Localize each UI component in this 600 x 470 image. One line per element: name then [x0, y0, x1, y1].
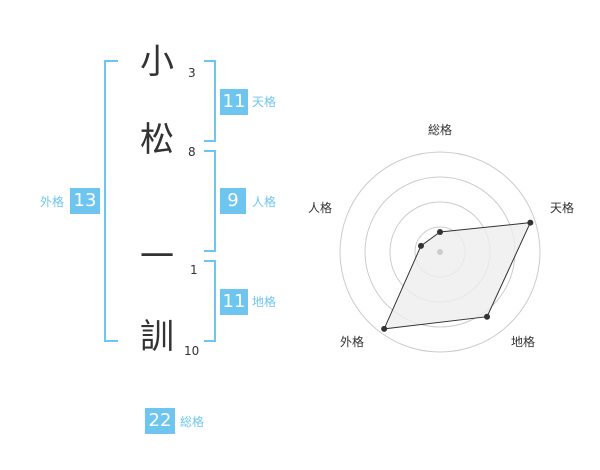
radar-label-jinkaku: 人格: [308, 200, 332, 215]
soukaku-label: 総格: [180, 415, 205, 429]
radar-point-1: [437, 229, 443, 235]
soukaku-value-badge: 22: [145, 408, 175, 434]
radar-point-4: [381, 325, 388, 332]
radar-label-gaikaku: 外格: [340, 334, 364, 349]
tenkaku-value-badge: 11: [220, 89, 248, 115]
radar-center-dot: [437, 249, 443, 255]
radar-point-5: [417, 242, 424, 249]
chikaku-value-badge: 11: [220, 289, 248, 315]
chikaku-label: 地格: [252, 295, 277, 309]
radar-point-2: [527, 219, 534, 226]
stroke-count-4: 10: [184, 344, 200, 358]
radar-point-3: [484, 313, 491, 320]
tenkaku-bracket: [204, 60, 216, 142]
gaikaku-value-badge: 13: [70, 188, 100, 214]
name-char-1: 小: [140, 42, 174, 82]
stroke-count-2: 8: [188, 145, 196, 159]
name-char-4: 訓: [140, 317, 174, 357]
gaikaku-bracket: [104, 60, 118, 342]
jinkaku-value-badge: 9: [220, 188, 246, 214]
chikaku-bracket: [204, 260, 216, 342]
jinkaku-bracket: [204, 150, 216, 252]
tenkaku-label: 天格: [252, 95, 277, 109]
radar-label-soukaku: 総格: [428, 122, 452, 137]
name-char-2: 松: [140, 120, 174, 160]
radar-ring: [339, 151, 541, 353]
radar-label-chikaku: 地格: [511, 334, 535, 349]
jinkaku-label: 人格: [252, 195, 277, 209]
name-char-3: 一: [140, 237, 174, 277]
radar-polygon: [383, 222, 532, 330]
radar-label-tenkaku: 天格: [550, 200, 574, 215]
gaikaku-label: 外格: [40, 195, 65, 209]
radar-points: [381, 219, 534, 332]
stroke-count-3: 1: [190, 263, 198, 277]
stroke-count-1: 3: [188, 66, 196, 80]
